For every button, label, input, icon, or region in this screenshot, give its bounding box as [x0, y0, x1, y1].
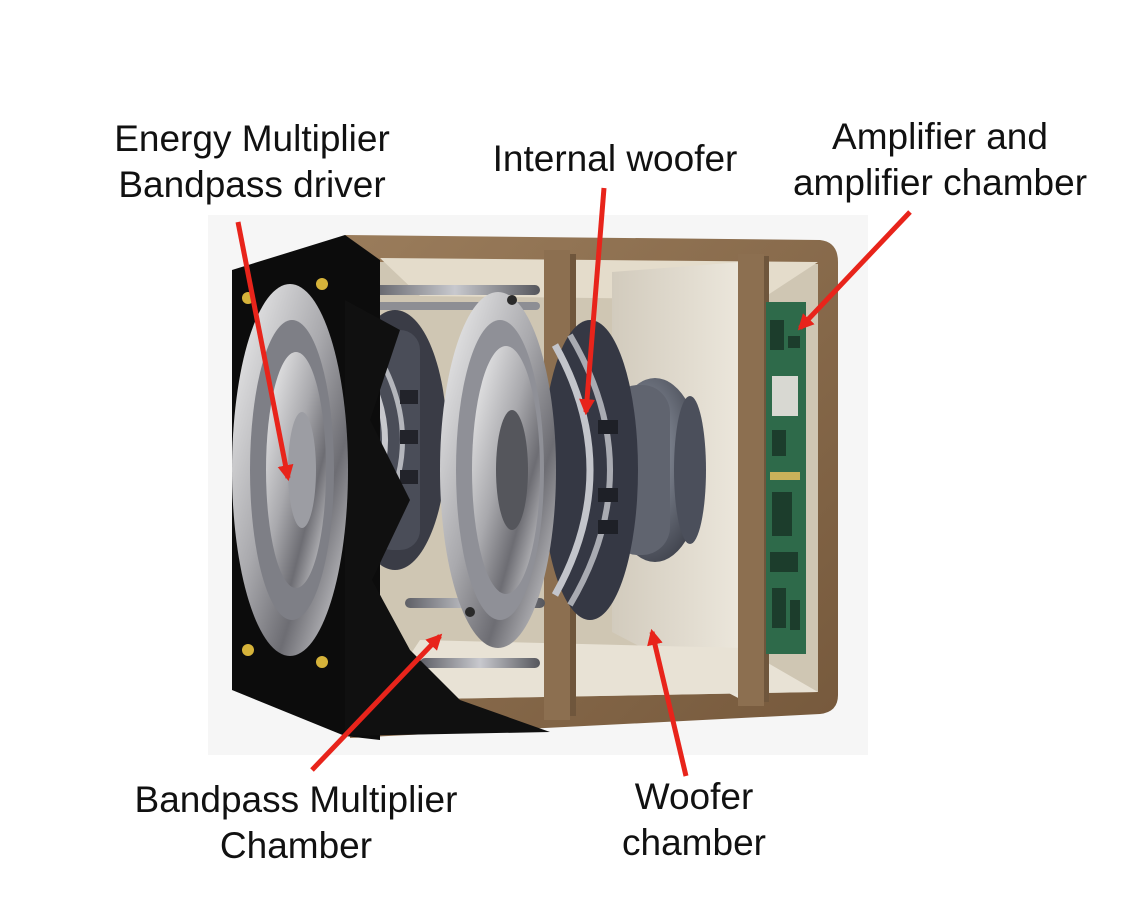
- amplifier-label-line1: Amplifier and: [832, 116, 1048, 157]
- internal-woofer-label-line1: Internal woofer: [492, 138, 738, 179]
- arrow-woofer-chamber: [647, 628, 689, 777]
- bandpass-chamber-label: Bandpass Multiplier Chamber: [106, 777, 486, 869]
- energy-multiplier-label-line1: Energy Multiplier: [114, 118, 390, 159]
- bandpass-chamber-label-line2: Chamber: [219, 825, 373, 866]
- torn-black-edge: [345, 300, 550, 736]
- circuit-components: [770, 320, 800, 630]
- energy-multiplier-label-line2: Bandpass driver: [118, 164, 386, 205]
- amplifier-label: Amplifier and amplifier chamber: [770, 114, 1110, 206]
- bandpass-chamber-label-line1: Bandpass Multiplier: [134, 779, 458, 820]
- energy-multiplier-label: Energy Multiplier Bandpass driver: [92, 116, 412, 208]
- amplifier-label-line2: amplifier chamber: [792, 162, 1088, 203]
- internal-woofer-label: Internal woofer: [470, 136, 760, 182]
- arrow-bandpass-chamber: [310, 633, 443, 772]
- divider-board-2: [738, 254, 764, 706]
- arrow-amplifier: [797, 210, 912, 331]
- arrow-internal-woofer: [579, 187, 607, 416]
- arrow-energy-multiplier: [235, 221, 294, 482]
- support-rod-top: [370, 285, 540, 295]
- chamber-floor: [380, 640, 818, 700]
- woofer-chamber-label-line2: chamber: [622, 822, 766, 863]
- internal-woofer-cone: [440, 292, 556, 648]
- woofer-chamber-label: Woofer chamber: [594, 774, 794, 866]
- bandpass-driver-front: [232, 284, 348, 656]
- pointer-arrows: [235, 187, 912, 777]
- support-rod-bottom-2: [420, 658, 540, 668]
- woofer-chamber-label-line1: Woofer: [634, 776, 754, 817]
